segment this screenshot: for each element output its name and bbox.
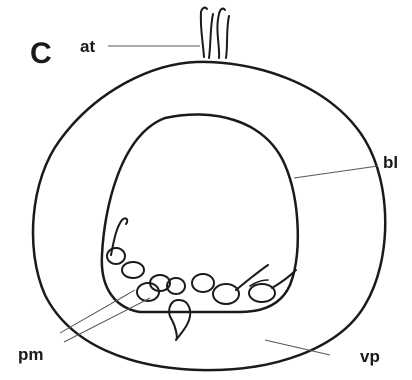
outer-wall: [33, 62, 385, 370]
label-vp: vp: [360, 347, 380, 366]
leader-pm-2: [64, 298, 150, 342]
label-at: at: [80, 37, 95, 56]
blastocoel: [102, 114, 298, 312]
label-bl: bl: [383, 153, 398, 172]
leader-vp: [265, 340, 330, 355]
label-pm: pm: [18, 345, 44, 364]
panel-letter: C: [30, 37, 52, 70]
apical-tuft: [201, 8, 229, 58]
leader-bl: [294, 166, 378, 178]
mesenchyme-cells: [107, 218, 296, 340]
